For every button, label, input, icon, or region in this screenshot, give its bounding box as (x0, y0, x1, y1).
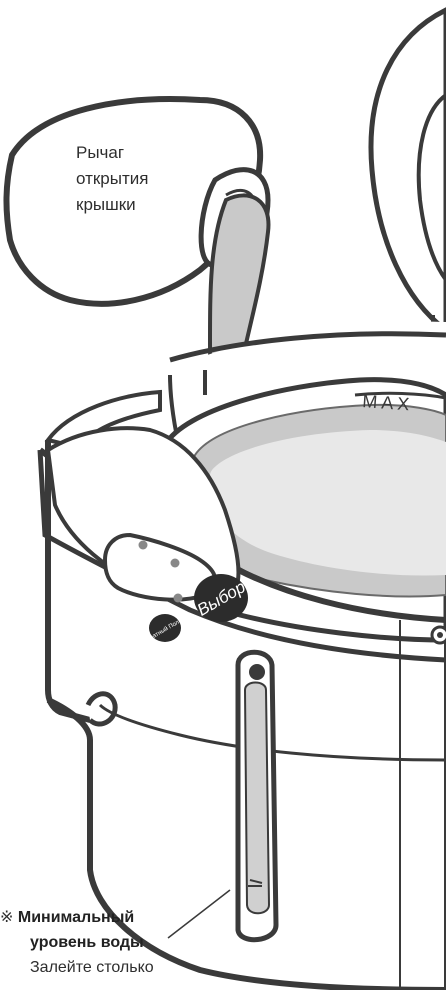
max-mark: MAX (362, 391, 414, 415)
note-text: Залейте столько (0, 955, 154, 980)
lid-lever-label-line1: Рычаг (76, 140, 148, 166)
lid-lever-label-line3: крышки (76, 192, 148, 218)
note-symbol: ※ (0, 909, 13, 926)
lid-lever-label-line2: открытия (76, 166, 148, 192)
min-water-note: ※ Минимальный уровень воды Залейте столь… (0, 905, 154, 980)
thermopot-body (40, 322, 446, 990)
note-subtitle: уровень воды (0, 930, 154, 955)
note-title: Минимальный (18, 909, 134, 926)
lid-lever-label: Рычаг открытия крышки (76, 140, 148, 218)
